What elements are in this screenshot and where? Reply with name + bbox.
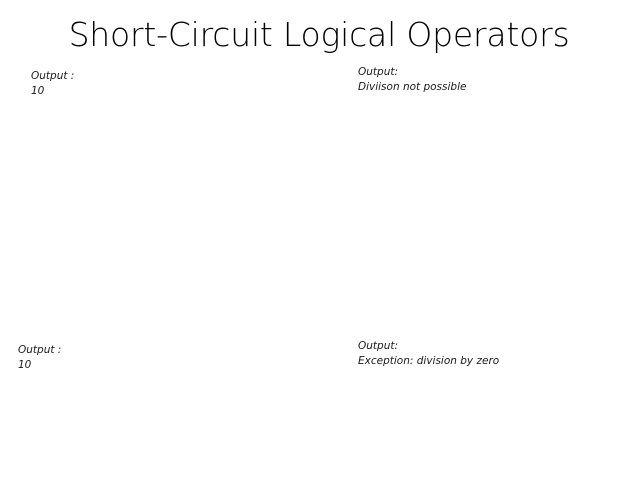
output-label: Output: bbox=[358, 66, 399, 78]
output-value: Exception: division by zero bbox=[358, 355, 500, 367]
output-label: Output : bbox=[18, 344, 62, 356]
output-block-bottom-left: Output : 10 bbox=[18, 343, 61, 373]
output-label: Output : bbox=[31, 70, 75, 82]
output-block-bottom-right: Output: Exception: division by zero bbox=[358, 339, 499, 369]
output-label: Output: bbox=[358, 340, 399, 352]
output-value: 10 bbox=[31, 85, 45, 97]
output-value: Diviison not possible bbox=[358, 81, 467, 93]
output-block-top-right: Output: Diviison not possible bbox=[358, 65, 466, 95]
page-title: Short-Circuit Logical Operators bbox=[68, 15, 570, 54]
output-value: 10 bbox=[18, 359, 32, 371]
output-block-top-left: Output : 10 bbox=[31, 69, 74, 99]
